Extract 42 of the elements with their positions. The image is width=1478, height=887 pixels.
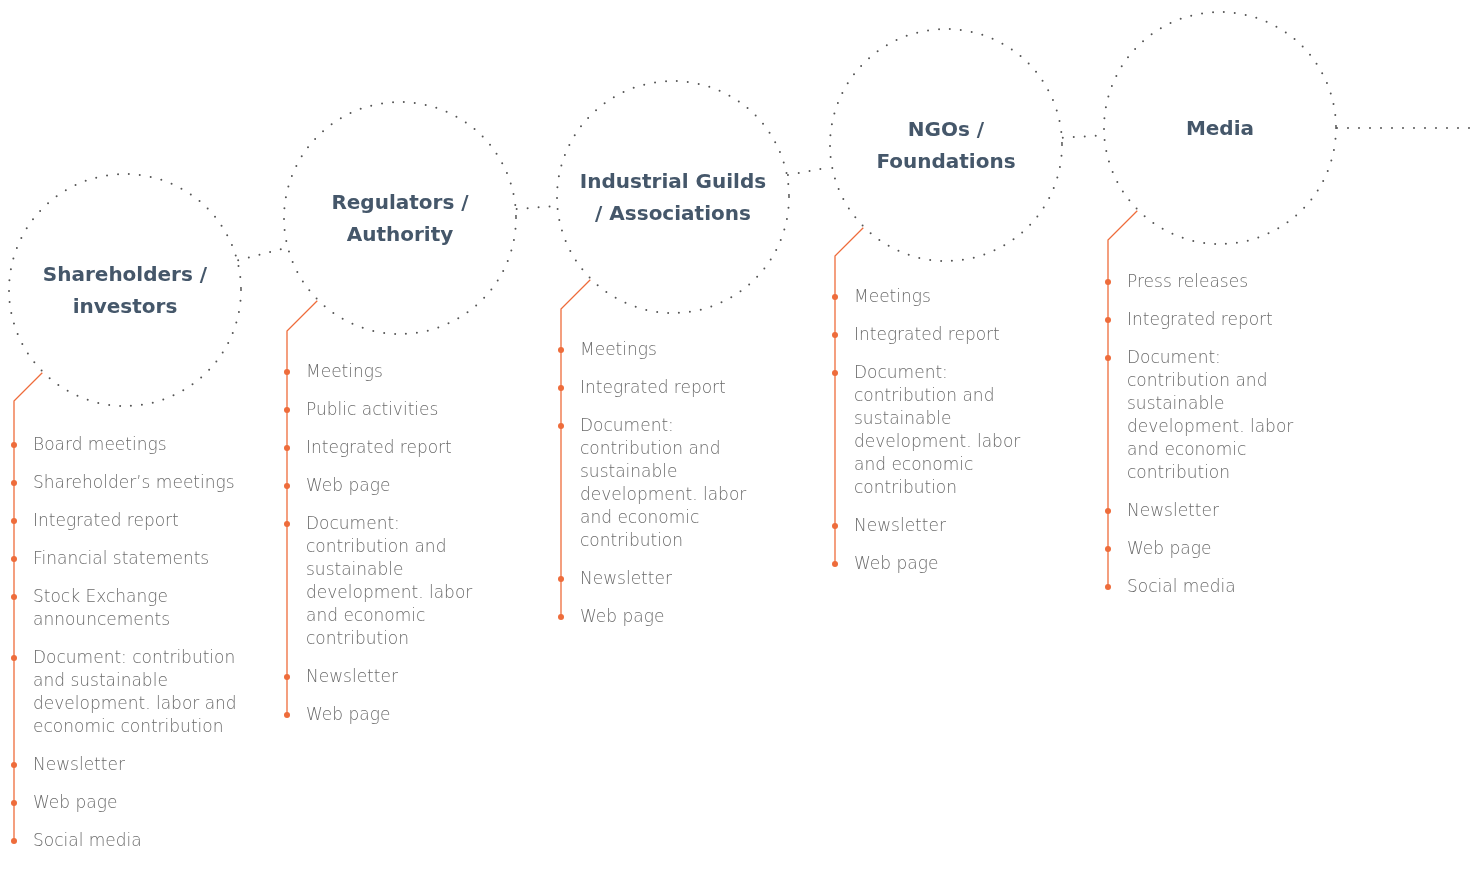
stakeholder-circle (283, 101, 517, 335)
stakeholder-circle (1103, 11, 1337, 245)
channel-item: Document: contribution and sustainable development. labor and economic contribution (580, 414, 748, 552)
channel-item: Meetings (580, 338, 658, 361)
channel-item: Newsletter (580, 567, 673, 590)
stakeholder-circle (829, 28, 1063, 262)
channel-item: Document: contribution and sustainable development. labor and economic contribution (306, 512, 474, 650)
channel-item: Press releases (1127, 270, 1249, 293)
channel-item: Newsletter (1127, 499, 1220, 522)
channel-item: Integrated report (580, 376, 727, 399)
channel-item: Meetings (306, 360, 384, 383)
channel-item: Integrated report (33, 509, 180, 532)
channel-item: Document: contribution and sustainable development. labor and economic contribution (1127, 346, 1295, 484)
channel-item: Document: contribution and sustainable development. labor and economic contribution (854, 361, 1022, 499)
channel-item: Web page (580, 605, 666, 628)
group-title: Industrial Guilds / Associations (579, 168, 767, 227)
channel-item: Document: contribution and sustainable development. labor and economic contribution (33, 646, 238, 738)
group-title: NGOs / Foundations (875, 116, 1017, 175)
channel-item: Newsletter (854, 514, 947, 537)
channel-item: Integrated report (854, 323, 1001, 346)
channel-item: Web page (306, 703, 392, 726)
channel-item: Integrated report (306, 436, 453, 459)
stakeholder-circle (556, 80, 790, 314)
channel-item: Stock Exchange announcements (33, 585, 172, 631)
group-title: Regulators / Authority (330, 189, 470, 248)
group-title: Media (1184, 115, 1256, 142)
channel-item: Meetings (854, 285, 932, 308)
channel-item: Web page (1127, 537, 1213, 560)
channel-item: Social media (33, 829, 143, 852)
channel-item: Financial statements (33, 547, 211, 570)
channel-item: Newsletter (306, 665, 399, 688)
channel-item: Integrated report (1127, 308, 1274, 331)
channel-item: Shareholder’s meetings (33, 471, 236, 494)
stakeholder-circle (8, 173, 242, 407)
channel-item: Web page (33, 791, 119, 814)
channel-item: Web page (854, 552, 940, 575)
channel-item: Public activities (306, 398, 440, 421)
channel-item: Newsletter (33, 753, 126, 776)
channel-item: Social media (1127, 575, 1237, 598)
channel-item: Board meetings (33, 433, 168, 456)
group-title: Shareholders / investors (41, 261, 209, 320)
channel-item: Web page (306, 474, 392, 497)
